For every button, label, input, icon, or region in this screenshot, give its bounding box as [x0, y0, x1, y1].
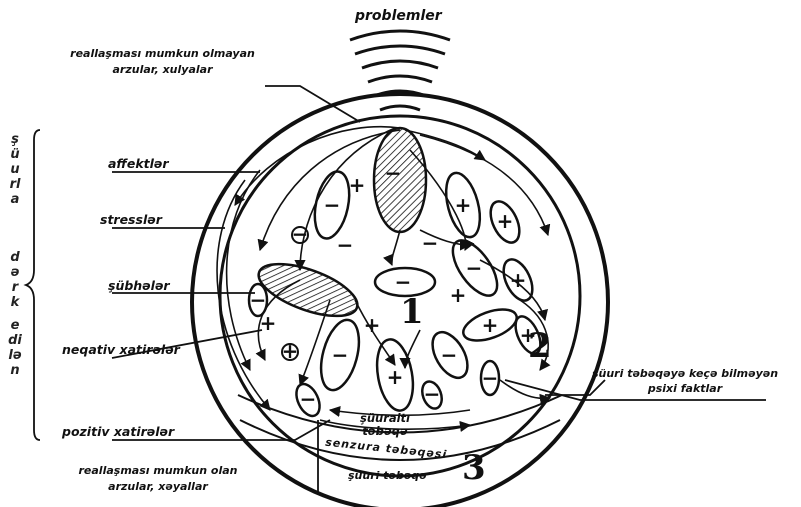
- sign-minus: −: [466, 256, 483, 280]
- sign-minus: −: [300, 387, 317, 411]
- sign-plus: +: [482, 313, 499, 337]
- vertical-text-perceived: dərk: [8, 250, 22, 310]
- problems-label: problemler: [355, 8, 442, 24]
- sign-plus: +: [510, 268, 527, 292]
- sign-plus: +: [497, 209, 514, 233]
- affects-label: affektlər: [108, 156, 169, 171]
- unconscious-facts-label: şüuri təbəqəyə keçə bilməyən psixi faktl…: [572, 366, 798, 396]
- sign-minus: −: [337, 233, 354, 257]
- sign-minus: −: [441, 343, 458, 367]
- negative-memories-label: neqativ xatirələr: [62, 342, 180, 357]
- sign-minus: −: [292, 222, 309, 246]
- sign-minus: −: [324, 193, 341, 217]
- subconscious-layer-label: şüuraltı təbəqə: [330, 412, 440, 438]
- sign-minus: −: [385, 161, 402, 185]
- sign-minus: −: [482, 366, 499, 390]
- sign-plus: +: [260, 311, 277, 335]
- stresses-label: stresslər: [100, 212, 162, 227]
- sign-plus: +: [364, 313, 381, 337]
- sign-plus: +: [349, 173, 366, 197]
- number-2: 2: [528, 326, 552, 366]
- sign-minus: −: [424, 382, 441, 406]
- vertical-text-conscious: şüurla: [8, 132, 22, 207]
- number-3: 3: [462, 448, 486, 488]
- sign-minus: −: [250, 288, 267, 312]
- sign-minus: −: [422, 231, 439, 255]
- vertical-text-known: edilən: [8, 318, 22, 378]
- sign-plus: +: [282, 339, 299, 363]
- number-1: 1: [400, 292, 424, 332]
- sign-plus: +: [455, 193, 472, 217]
- unrealizable-wishes-label: reallaşması mumkun olmayan arzular, xuly…: [30, 46, 295, 78]
- left-brace: [26, 130, 40, 440]
- sign-plus: +: [387, 365, 404, 389]
- positive-memories-label: pozitiv xatirələr: [62, 424, 174, 439]
- sign-minus: −: [395, 270, 412, 294]
- sign-plus: +: [450, 283, 467, 307]
- sign-minus: −: [332, 343, 349, 367]
- conscious-layer-label: şüuri təbəqə: [348, 469, 427, 482]
- realizable-wishes-label: reallaşması mumkun olan arzular, xəyalla…: [8, 463, 308, 495]
- doubts-label: şübhələr: [108, 278, 170, 293]
